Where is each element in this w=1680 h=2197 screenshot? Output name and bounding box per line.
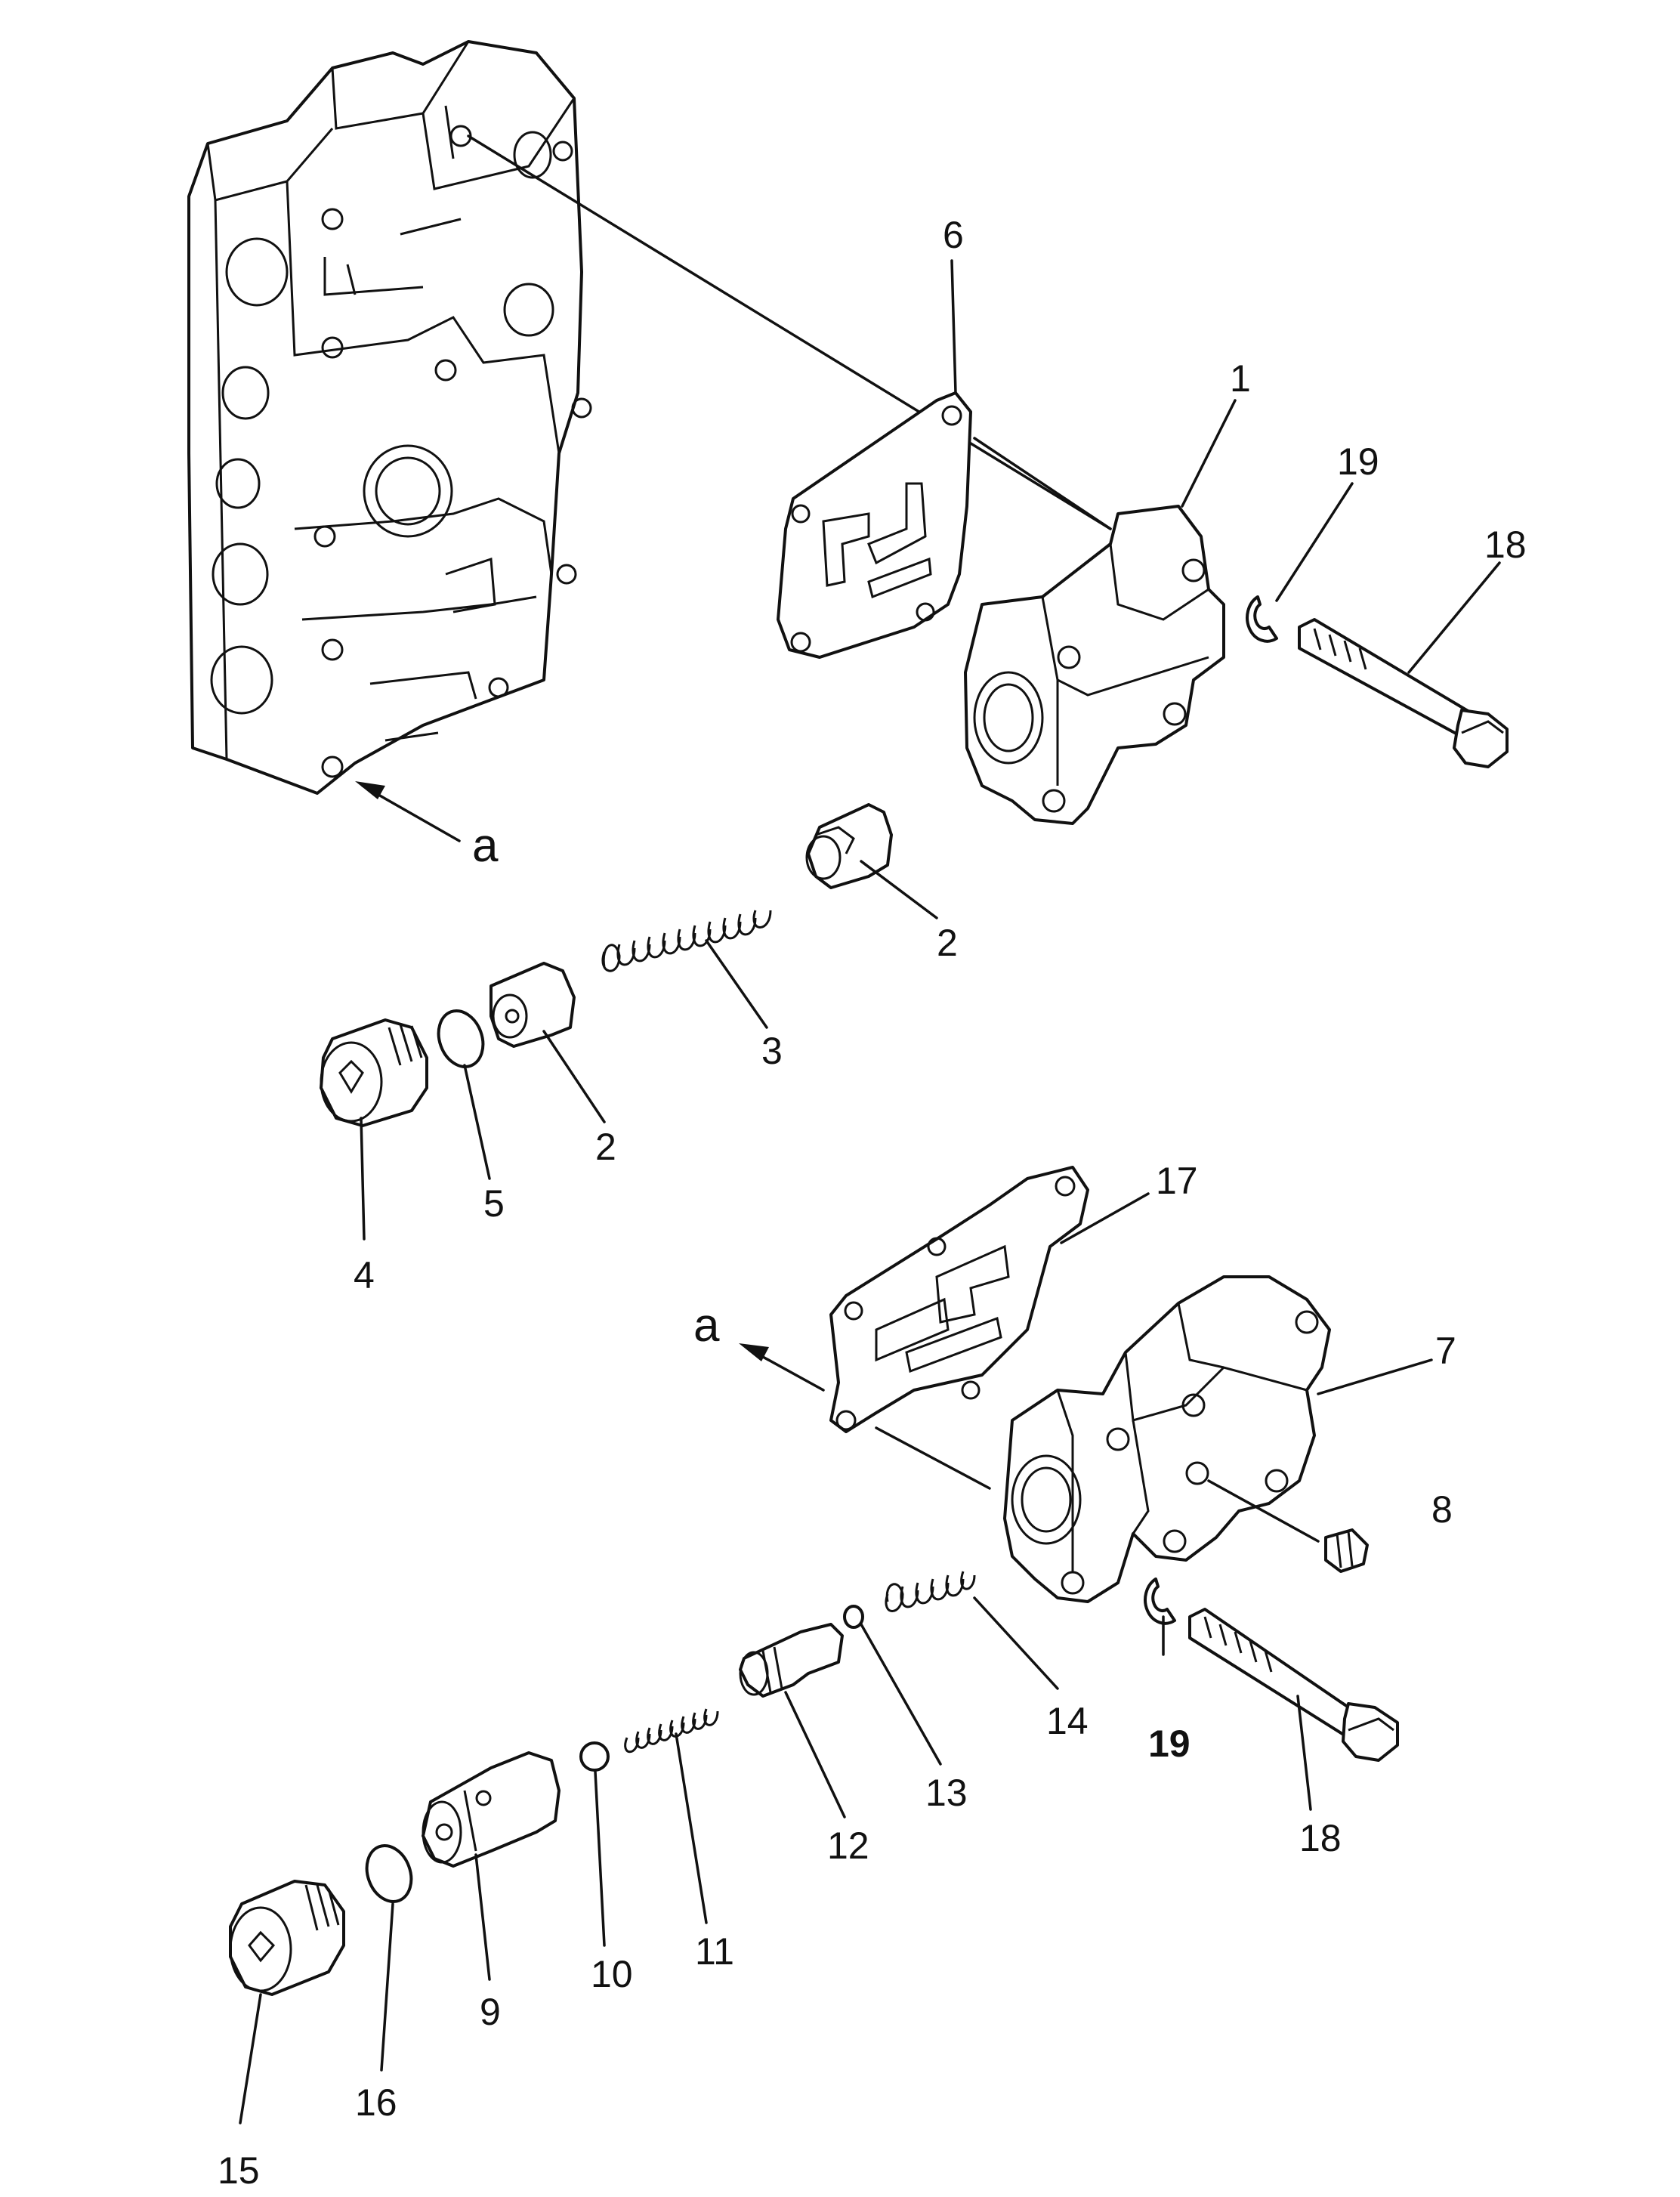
ball-13 — [843, 1605, 864, 1629]
set-screw-8 — [1324, 1528, 1369, 1573]
leader-cover7-to-screw8 — [1207, 1479, 1320, 1543]
snap-ring-19-top — [1246, 595, 1278, 643]
plug-15 — [229, 1880, 345, 1996]
gasket-17 — [829, 1166, 1089, 1433]
callout-13: 13 — [925, 1772, 968, 1814]
valve-9 — [422, 1751, 561, 1868]
callout-4: 4 — [354, 1254, 375, 1296]
o-ring-5 — [437, 1009, 485, 1068]
callout-2-upper: 2 — [937, 922, 958, 964]
callout-9: 9 — [480, 1991, 501, 2033]
callout-leaders — [239, 259, 1501, 2124]
callout-6: 6 — [943, 214, 964, 256]
reference-arrow-a-lower: a — [693, 1299, 825, 1392]
callout-8: 8 — [1431, 1488, 1453, 1531]
piston-12 — [739, 1623, 844, 1698]
ball-10 — [579, 1741, 610, 1772]
reference-label-a-top: a — [472, 820, 499, 872]
leader-gasket17-to-cover7 — [875, 1426, 991, 1490]
spool-2-lower — [489, 962, 576, 1048]
spring-3 — [601, 910, 772, 972]
callout-7: 7 — [1435, 1330, 1456, 1372]
callout-2-lower: 2 — [595, 1126, 616, 1168]
callout-18-lower: 18 — [1299, 1817, 1342, 1859]
callout-3: 3 — [761, 1030, 783, 1072]
callout-18-top: 18 — [1484, 524, 1527, 566]
callout-19-lower: 19 — [1148, 1723, 1191, 1765]
callout-14: 14 — [1046, 1700, 1089, 1742]
callout-19-top: 19 — [1337, 440, 1379, 483]
plug-4 — [320, 1018, 428, 1127]
reference-arrow-a-top: a — [355, 781, 499, 872]
callout-numbers: 6 1 19 18 2 3 2 5 4 17 7 8 14 19 13 18 1… — [218, 214, 1527, 2192]
bolt-18-top — [1298, 618, 1509, 768]
o-ring-16 — [365, 1844, 413, 1903]
leader-gasket-to-cover — [973, 437, 1112, 530]
callout-16: 16 — [355, 2081, 397, 2124]
callout-15: 15 — [218, 2149, 260, 2192]
callout-12: 12 — [827, 1825, 869, 1867]
snap-ring-19-lower — [1144, 1577, 1176, 1625]
callout-5: 5 — [483, 1182, 505, 1225]
valve-body — [187, 40, 592, 795]
spring-11 — [624, 1708, 719, 1754]
gasket-6 — [777, 391, 972, 659]
reference-label-a-lower: a — [693, 1299, 720, 1352]
leader-body-to-gasket — [467, 134, 1112, 530]
bolt-18-lower — [1188, 1608, 1399, 1762]
callout-17: 17 — [1156, 1160, 1198, 1202]
cover-1 — [964, 505, 1225, 825]
callout-11: 11 — [695, 1930, 734, 1973]
spring-14 — [885, 1571, 976, 1612]
callout-1: 1 — [1230, 357, 1251, 400]
callout-10: 10 — [591, 1953, 633, 1995]
cover-7 — [1003, 1275, 1331, 1603]
